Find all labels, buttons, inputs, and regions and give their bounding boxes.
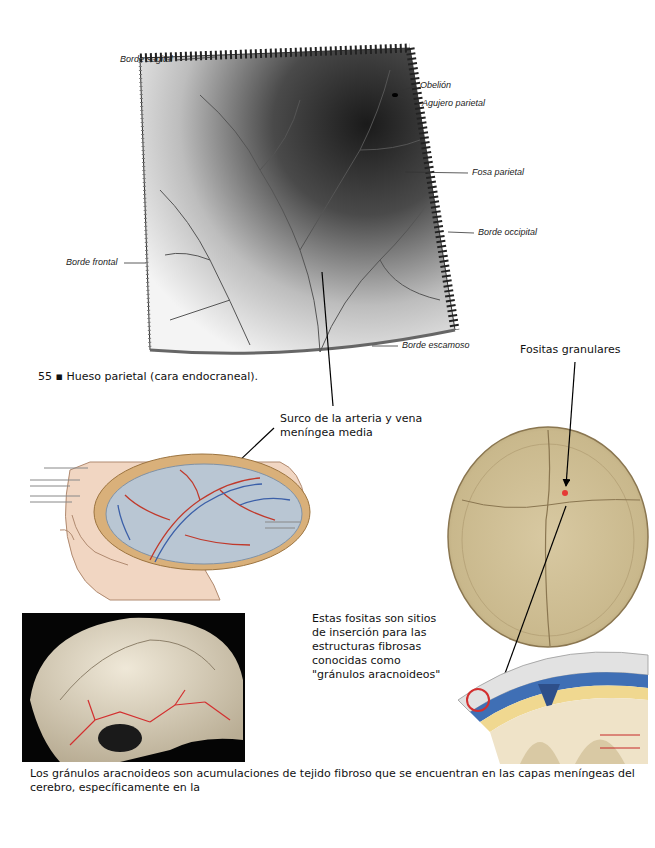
head-illustration (30, 454, 310, 600)
part-label: Obelión (420, 80, 451, 90)
annotation: Fositas granulares (520, 343, 650, 357)
leader-line (322, 272, 333, 406)
figure-caption: 55 ▪ Hueso parietal (cara endocraneal). (38, 370, 258, 384)
leader-lines (124, 57, 474, 346)
parietal-bone (140, 48, 455, 353)
part-label: Borde sagital (120, 54, 173, 64)
part-label: Agujero parietal (422, 98, 485, 108)
note-text: Estas fositas son sitios de inserción pa… (312, 612, 452, 682)
calvaria-illustration (448, 427, 648, 647)
meninges-diagram (458, 652, 648, 764)
part-label: Fosa parietal (472, 167, 524, 177)
part-label: Borde escamoso (402, 340, 470, 350)
annotation: Surco de la arteria y vena meníngea medi… (280, 412, 445, 440)
part-label: Borde occipital (478, 227, 537, 237)
leader-arrow (566, 362, 575, 486)
skull-photo (22, 613, 245, 762)
body-text: Los gránulos aracnoideos son acumulacion… (30, 767, 640, 795)
part-label: Borde frontal (66, 257, 118, 267)
